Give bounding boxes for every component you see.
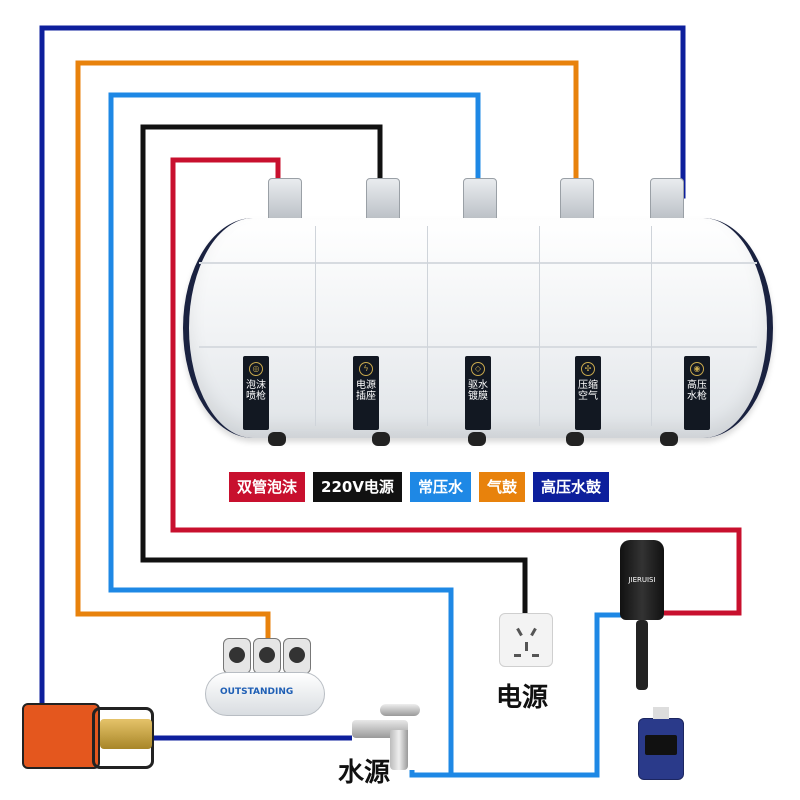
caster-wheel <box>660 432 678 446</box>
air-compressor: OUTSTANDING <box>205 630 325 726</box>
spray-icon: ◎ <box>249 362 263 376</box>
module-label-coating: ◇ 驱水镀膜 <box>465 356 491 430</box>
machine-seam <box>427 226 428 426</box>
pipe-orange <box>75 60 579 642</box>
valve-foam <box>268 178 302 222</box>
power-label: 电源 <box>496 683 549 713</box>
pipe-blue-faucet <box>409 770 451 778</box>
outlet-slot <box>532 654 539 657</box>
machine-seam <box>315 226 316 426</box>
power-outlet <box>499 613 553 667</box>
machine-band-top <box>199 262 757 264</box>
washer-body <box>22 703 100 769</box>
module-label-high-pressure: ◉ 高压水枪 <box>684 356 710 430</box>
outlet-slot <box>514 654 521 657</box>
legend: 双管泡沫 220V电源 常压水 气鼓 高压水鼓 <box>229 472 609 502</box>
dispenser-wand <box>636 620 648 690</box>
caster-wheel <box>372 432 390 446</box>
bottle-label <box>645 735 677 755</box>
compressor-motor <box>283 638 311 674</box>
machine-seam <box>539 226 540 426</box>
valve-power <box>366 178 400 222</box>
compressor-motor <box>223 638 251 674</box>
caster-wheel <box>268 432 286 446</box>
water-faucet <box>352 700 432 770</box>
compressor-brand: OUTSTANDING <box>220 687 294 697</box>
module-label-foam: ◎ 泡沫喷枪 <box>243 356 269 430</box>
chemical-bottle <box>638 707 684 780</box>
outlet-slot <box>516 627 523 637</box>
module-text: 压缩空气 <box>578 380 598 402</box>
outlet-slot <box>525 642 528 651</box>
caster-wheel <box>566 432 584 446</box>
module-text: 电源插座 <box>356 380 376 402</box>
water-label: 水源 <box>338 758 391 788</box>
legend-high-pressure: 高压水鼓 <box>532 472 609 502</box>
washer-pump <box>100 719 152 749</box>
outlet-slot <box>530 627 537 637</box>
legend-air: 气鼓 <box>478 472 525 502</box>
fan-icon: ✣ <box>581 362 595 376</box>
module-text: 驱水镀膜 <box>468 380 488 402</box>
caster-wheel <box>468 432 486 446</box>
valve-high-pressure <box>650 178 684 222</box>
faucet-spout <box>390 730 408 770</box>
pressure-washer <box>22 703 154 773</box>
legend-power: 220V电源 <box>313 472 402 502</box>
module-label-air: ✣ 压缩空气 <box>575 356 601 430</box>
valve-water <box>463 178 497 222</box>
legend-water: 常压水 <box>409 472 471 502</box>
pipe-red <box>170 157 742 616</box>
machine-band-mid <box>199 346 757 348</box>
faucet-handle <box>380 704 420 716</box>
pipe-black <box>140 124 528 613</box>
bottle-cap <box>653 707 669 719</box>
module-text: 泡沫喷枪 <box>246 380 266 402</box>
module-text: 高压水枪 <box>687 380 707 402</box>
dispenser-brand: JIERUISI <box>628 576 656 584</box>
compressor-tank: OUTSTANDING <box>205 672 325 716</box>
drop-icon: ◇ <box>471 362 485 376</box>
legend-foam: 双管泡沫 <box>229 472 306 502</box>
foam-dispenser: JIERUISI <box>620 540 664 620</box>
pipe-blue <box>108 92 636 778</box>
gun-icon: ◉ <box>690 362 704 376</box>
module-label-power: ϟ 电源插座 <box>353 356 379 430</box>
lightning-icon: ϟ <box>359 362 373 376</box>
washer-frame <box>92 707 154 769</box>
compressor-motor <box>253 638 281 674</box>
machine-seam <box>651 226 652 426</box>
valve-air <box>560 178 594 222</box>
